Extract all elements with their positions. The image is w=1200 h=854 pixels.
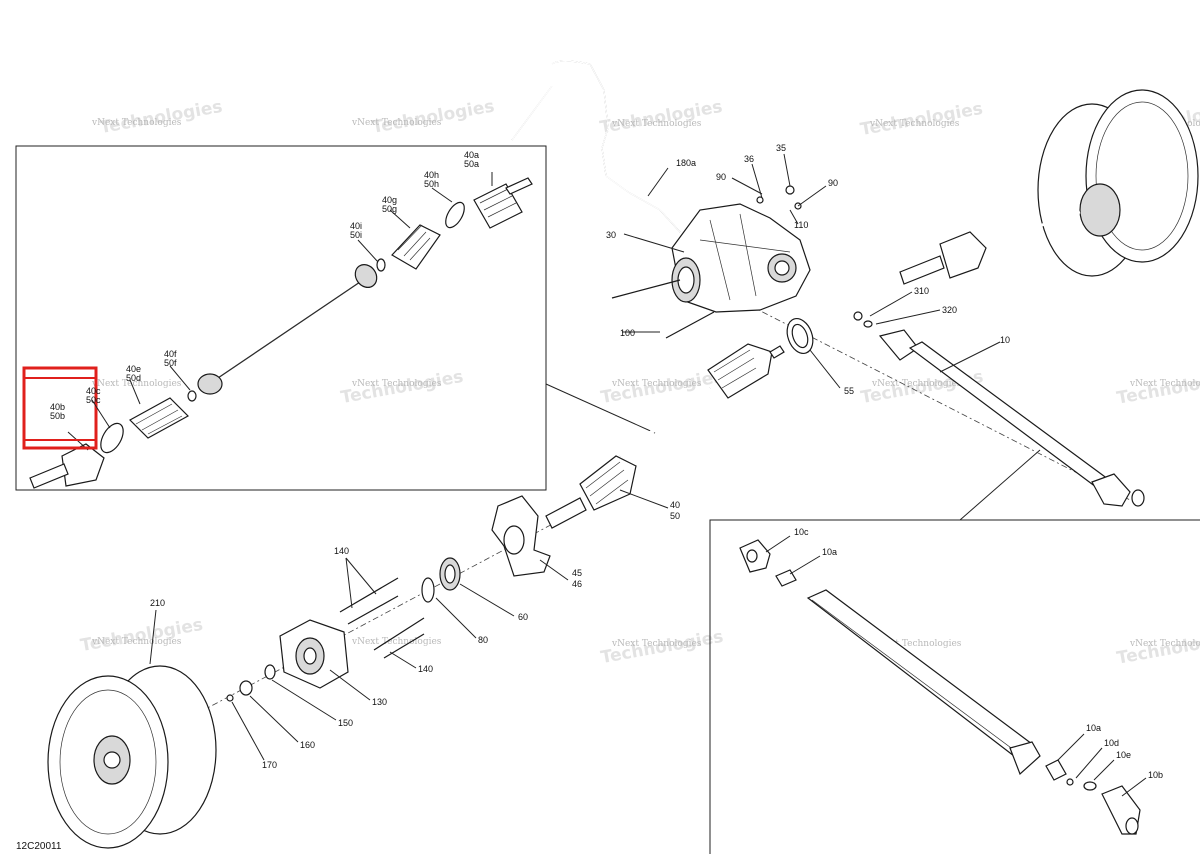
watermark: vNext Technologies [91,379,182,389]
watermark: vNext Technologies [91,118,182,128]
label-80: 80 [478,635,488,645]
label-50: 50 [670,511,680,521]
label-10d: 10d [1104,738,1119,748]
label-10c: 10c [794,527,809,537]
right-inset-box: 10c 10a 10a 10d 10e 10b [709,449,1200,854]
cotter-pin-170 [226,694,234,702]
watermark: vNext Technologies [611,119,702,129]
label-50g: 50g [382,204,397,214]
label-50d: 50d [126,373,141,383]
label-150: 150 [338,718,353,728]
label-90-left: 90 [716,172,726,182]
watermark: vNext Technologies [351,379,442,389]
watermark: vNext Technologies [351,118,442,128]
label-40h: 40h [424,170,439,180]
nut-160 [239,680,253,696]
label-130: 130 [372,697,387,707]
circlip-80 [421,577,435,603]
label-60: 60 [518,612,528,622]
axis-line-rear [699,279,1131,501]
right-wheel [853,89,1199,328]
watermark: vNext Technologies [871,379,962,389]
label-180a: 180a [676,158,696,168]
label-36: 36 [744,154,754,164]
label-40a: 40a [464,150,479,160]
label-50c: 50c [86,395,101,405]
axis-line-front [199,519,561,713]
label-110: 110 [794,220,808,230]
label-140-bottom: 140 [418,664,433,674]
label-40c: 40c [86,386,101,396]
label-35: 35 [776,143,786,153]
label-55: 55 [844,386,854,396]
watermark: vNext Technologies [871,639,962,649]
label-30: 30 [606,230,616,240]
label-10b: 10b [1148,770,1163,780]
label-40i: 40i [350,221,362,231]
watermark: vNext Technologies [611,379,702,389]
label-10a-bottom: 10a [1086,723,1101,733]
label-90-right: 90 [828,178,838,188]
knuckle [491,495,551,577]
label-40e: 40e [126,364,141,374]
watermarks: Technologies vNext Technologies Technolo… [79,97,1200,669]
label-170: 170 [262,760,277,770]
label-160: 160 [300,740,315,750]
diagram-code: 12C20011 [16,841,62,852]
label-310: 310 [914,286,929,296]
label-10: 10 [1000,335,1010,345]
highlight-box [22,366,98,450]
watermark: vNext Technologies [869,119,960,129]
hub [279,619,349,689]
label-46: 46 [572,579,582,589]
drive-shaft-main [545,343,785,529]
label-40g: 40g [382,195,397,205]
label-40b: 40b [50,402,65,412]
label-50a: 50a [464,159,479,169]
watermark: vNext Technologies [611,639,702,649]
label-45: 45 [572,568,582,578]
label-320: 320 [942,305,957,315]
leader-lines [149,153,1001,761]
label-140-top: 140 [334,546,349,556]
label-40f: 40f [164,349,177,359]
prop-shaft [878,329,1145,507]
svg-text:Technologies: Technologies [598,97,724,138]
svg-text:Technologies: Technologies [79,615,205,656]
watermark: vNext Technologies [1129,379,1200,389]
label-210: 210 [150,598,165,608]
watermark: vNext Technologies [351,637,442,647]
label-100: 100 [620,328,635,338]
watermark: vNext Technologies [1129,639,1200,649]
label-10a-top: 10a [822,547,837,557]
label-40: 40 [670,500,680,510]
label-50h: 50h [424,179,439,189]
label-50i: 50i [350,230,362,240]
left-inset-box: 40a 50a 40h 50h 40g 50g 40i 50i 40f 50f … [15,145,656,491]
left-wheel [47,665,217,849]
label-50b: 50b [50,411,65,421]
washer-150 [264,664,276,680]
watermark: vNext Technologies [91,637,182,647]
label-10e: 10e [1116,750,1131,760]
label-50f: 50f [164,358,177,368]
part-labels: 180a 30 36 35 90 90 110 100 310 320 10 5… [150,143,1010,770]
differential-housing [671,185,811,313]
